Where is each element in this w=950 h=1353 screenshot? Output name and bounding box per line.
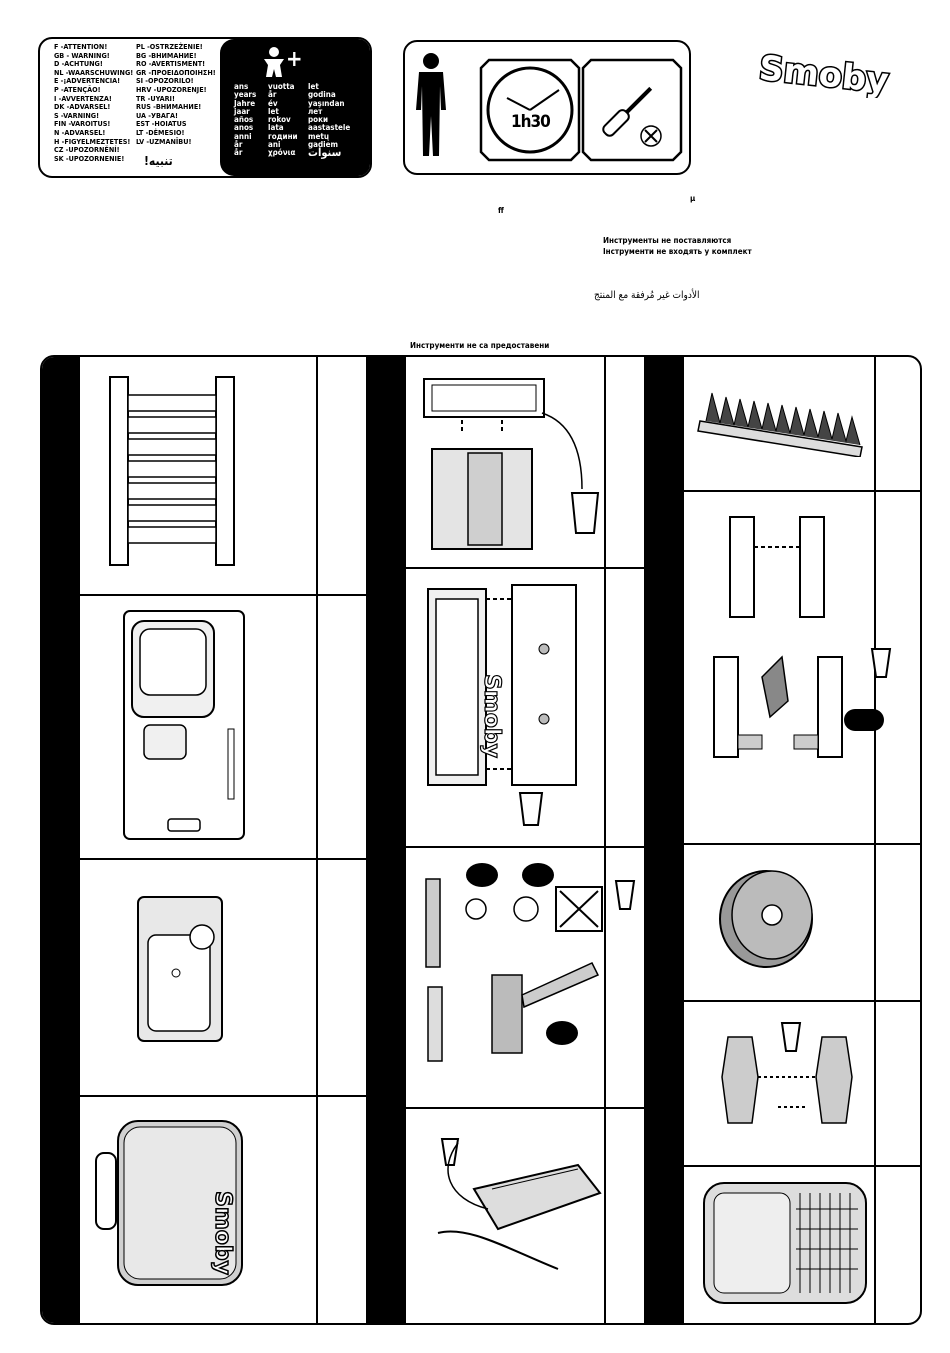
screwdriver-icon [581, 58, 683, 162]
warning-line: H -FIGYELMEZTETES! [54, 136, 131, 146]
grill-grate-part [703, 1182, 867, 1304]
warning-line: SI -OPOZORILO! [136, 76, 194, 86]
front-panel-part [123, 610, 245, 840]
row-divider [42, 858, 366, 860]
warning-line: FIN -VAROITUS! [54, 119, 111, 129]
warning-line: PL -OSTRZEŻENIE! [136, 42, 203, 51]
row-divider [644, 490, 920, 492]
warning-line: S -VARNING! [54, 110, 100, 120]
divider [316, 357, 318, 1323]
warning-line: LV -UZMANĪBU! [136, 136, 192, 146]
row-divider [366, 1107, 644, 1109]
warning-line: F -ATTENTION! [54, 42, 108, 51]
warning-line: N -ADVARSEL! [54, 127, 106, 137]
ladder-frame-part [109, 376, 235, 566]
step-brackets-assembly [721, 1022, 853, 1124]
cabinet-logo: Smoby [479, 674, 504, 758]
row-divider [644, 1165, 920, 1167]
age-plus: + [286, 47, 303, 72]
warning-line: RO -AVERTISMENT! [136, 59, 206, 69]
smoby-logo-shape: Smoby [756, 47, 892, 103]
warning-line: TR -UYARI! [136, 93, 175, 103]
warning-line: I -AVVERTENZA! [54, 93, 112, 103]
tools-not-supplied-uk: Інструменти не входять у комплект [603, 247, 752, 256]
step-cabinet-assembly: Smoby [427, 584, 577, 826]
warning-line: GR -ΠΡΟΕΙΔΟΠΟΙΗΣΗ! [136, 67, 216, 77]
sink-part [137, 896, 223, 1042]
step-grill-rack [437, 1138, 602, 1270]
divider [874, 357, 876, 1323]
step-bar-col-2 [366, 357, 406, 1323]
warning-line: NL -WAARSCHUWING! [54, 67, 134, 77]
warning-line: CZ -UPOZORNĚNÍ! [54, 145, 120, 155]
step-bar-col-3 [644, 357, 684, 1323]
child-figure-icon [264, 47, 284, 77]
row-divider [644, 1000, 920, 1002]
warning-line: EST -HOIATUS [136, 119, 187, 129]
warning-line: LT -DĖMESIO! [136, 127, 185, 137]
step-bar-col-1 [42, 357, 80, 1323]
assembly-info-box: 1h30 [403, 40, 691, 175]
note-mu: µ [690, 194, 696, 203]
warning-languages-left: F -ATTENTION! GB - WARNING! D -ACHTUNG! … [54, 42, 134, 163]
note-ff: ff [498, 206, 504, 215]
row-divider [366, 846, 644, 848]
svg-text:Smoby: Smoby [757, 50, 890, 98]
wheel-part [719, 870, 813, 968]
warning-line: RUS -ВНИМАНИЕ! [136, 102, 202, 112]
adult-figure-icon [416, 53, 446, 156]
warning-line: HRV -UPOZORENJE! [136, 84, 207, 94]
row-divider [42, 594, 366, 596]
step-badge [844, 709, 884, 731]
tools-not-supplied-ar: الأدوات غير مُرفقة مع المنتج [594, 290, 700, 301]
flame-strip-part [697, 392, 863, 457]
smoby-logo: Smoby [755, 47, 897, 103]
warning-line: UA -УВАГА! [136, 110, 178, 120]
row-divider [42, 1095, 366, 1097]
warning-line: E -¡ADVERTENCIA! [54, 76, 121, 86]
warning-line: DK -ADVARSEL! [54, 102, 111, 112]
step-tap-assembly [425, 863, 636, 1062]
tools-not-supplied-ru: Инструменты не поставляются [603, 236, 732, 245]
warning-line: GB - WARNING! [54, 50, 110, 60]
divider [604, 357, 606, 1323]
clock-icon [479, 58, 581, 162]
warning-line: P -ATENÇÃO! [54, 84, 101, 94]
warning-line: SK -UPOZORNENIE! [54, 153, 125, 163]
row-divider [366, 567, 644, 569]
warning-languages-right: PL -OSTRZEŻENIE! BG -ВНИМАНИЕ! RO -AVERT… [136, 42, 216, 146]
warning-line: BG -ВНИМАНИЕ! [136, 50, 197, 60]
row-divider [644, 843, 920, 845]
warning-line: D -ACHTUNG! [54, 59, 103, 69]
assembly-steps-panel: Smoby Smoby [40, 355, 922, 1325]
step-legs-assembly [713, 516, 892, 758]
step-frame-assembly [423, 378, 600, 550]
oven-logo: Smoby [210, 1191, 235, 1275]
assembly-time: 1h30 [511, 112, 551, 132]
warning-arabic: !تنبيه [144, 154, 173, 168]
oven-part: Smoby [95, 1120, 243, 1286]
tools-not-supplied-bg: Инструменти не са предоставени [410, 341, 550, 350]
age-warning-box: F -ATTENTION! GB - WARNING! D -ACHTUNG! … [38, 37, 372, 178]
